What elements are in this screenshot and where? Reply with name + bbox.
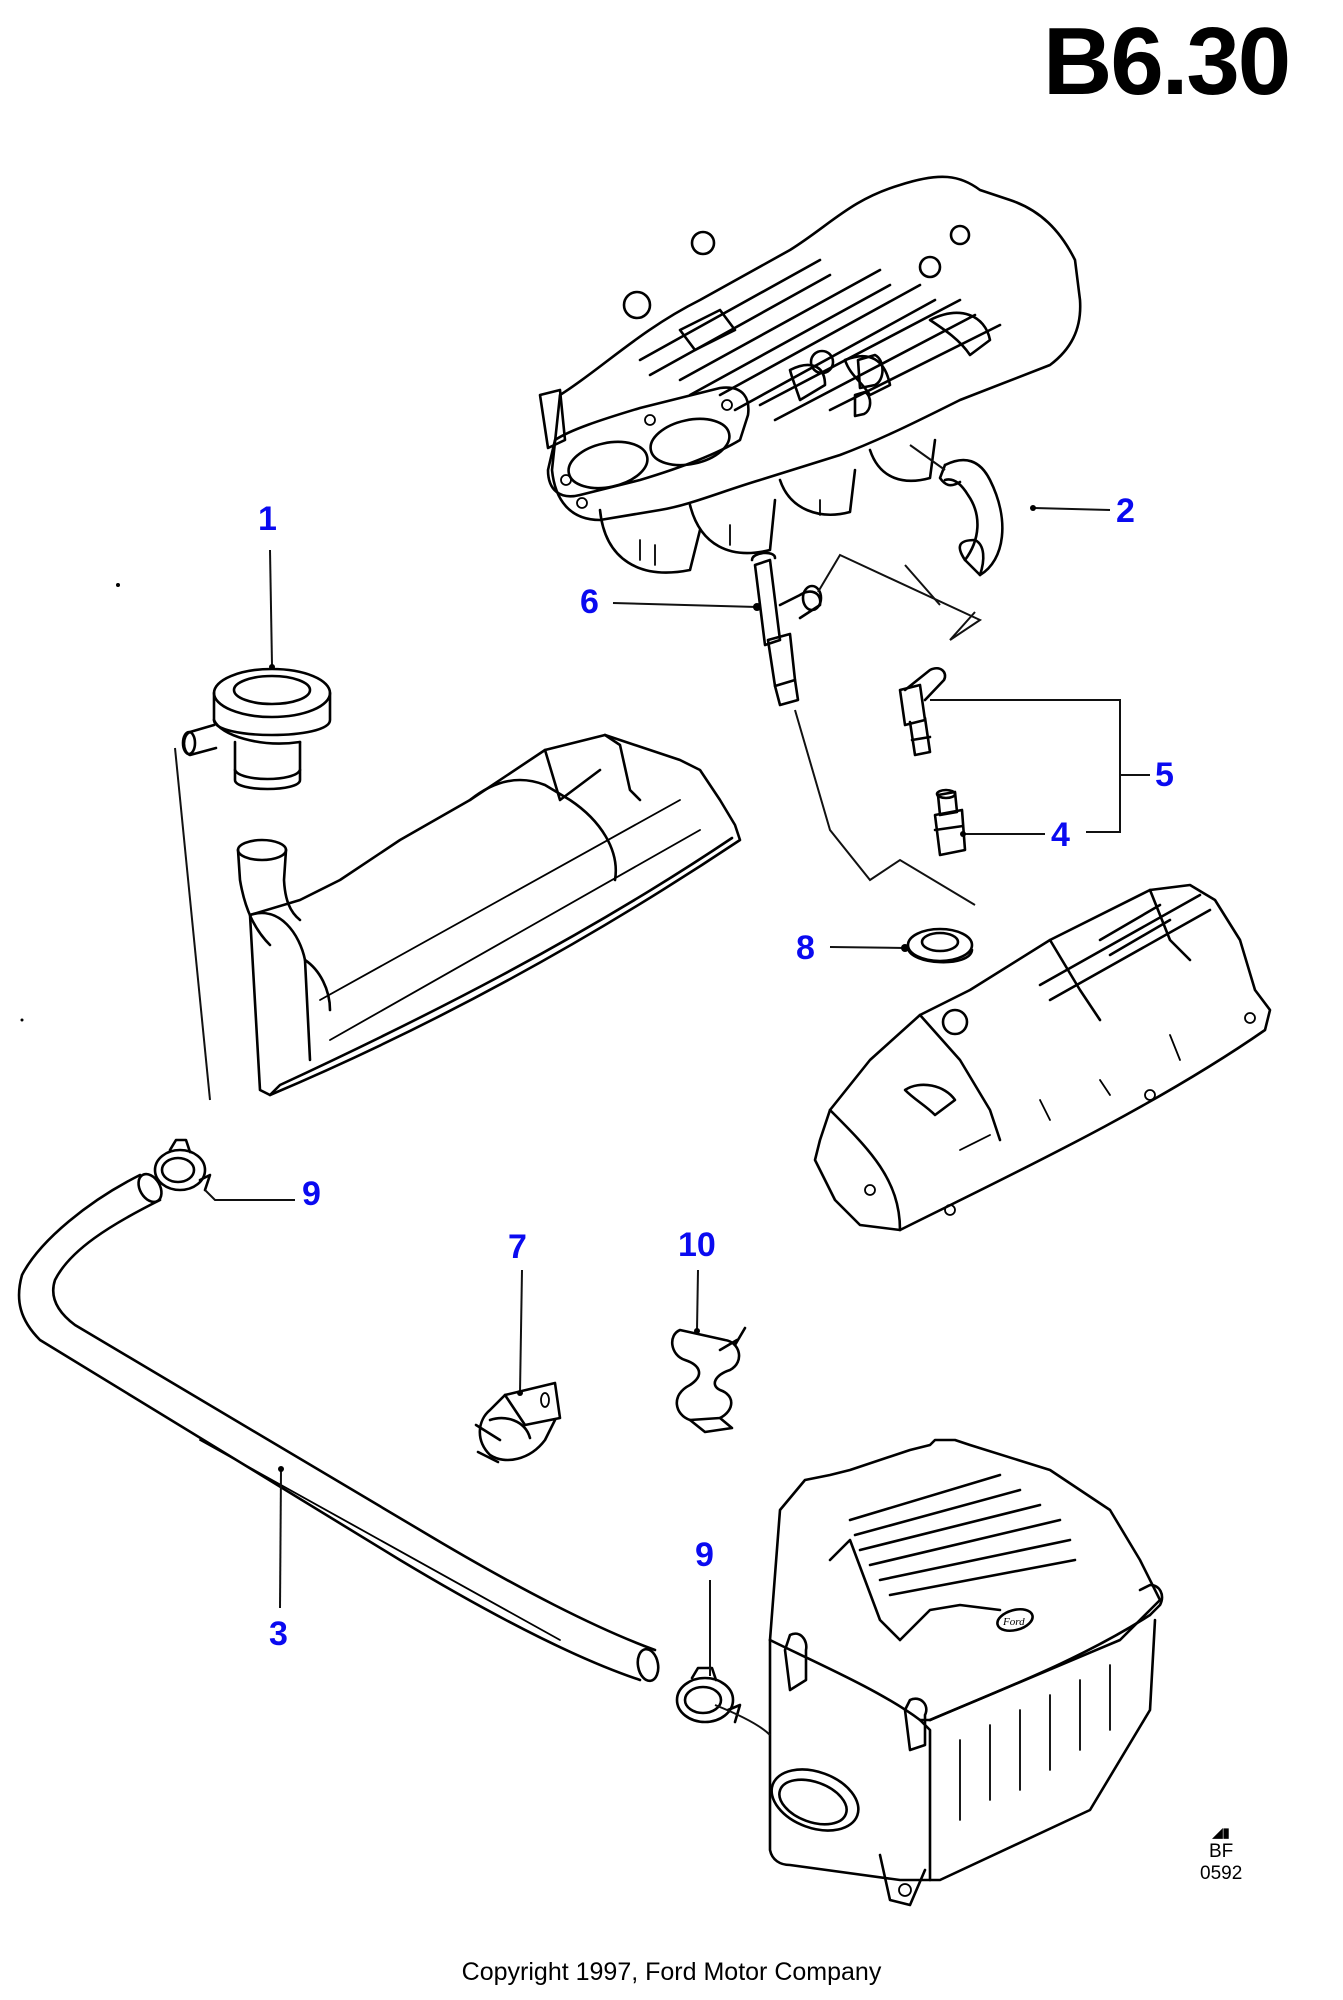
callout-6[interactable]: 6 xyxy=(580,583,599,621)
speck xyxy=(116,583,120,587)
leader-3 xyxy=(279,1469,282,1609)
callout-2[interactable]: 2 xyxy=(1116,492,1135,530)
assembly-line-1-to-9 xyxy=(174,747,211,1101)
rocker-cover-left-drawing xyxy=(248,733,742,1097)
leader-7 xyxy=(519,1269,523,1393)
callout-7[interactable]: 7 xyxy=(508,1228,527,1266)
callout-9-upper[interactable]: 9 xyxy=(302,1175,321,1213)
leader-6 xyxy=(612,602,758,608)
reference-code: ◢▮ BF 0592 xyxy=(1200,1825,1243,1885)
leader-8 xyxy=(829,946,906,949)
callout-5[interactable]: 5 xyxy=(1155,756,1174,794)
leader-1 xyxy=(269,549,273,666)
air-cleaner-housing-drawing: Ford xyxy=(714,1438,1164,1907)
hose-clip-7-drawing xyxy=(474,1381,562,1464)
rocker-cover-right-drawing xyxy=(813,883,1272,1232)
ventilation-valve-1-drawing xyxy=(181,667,332,947)
hose-2-drawing xyxy=(909,444,1004,577)
page-code-title: B6.30 xyxy=(1043,8,1291,115)
pcv-valve-assembly-5-drawing xyxy=(898,667,947,757)
reference-line2: 0592 xyxy=(1200,1862,1243,1884)
intake-manifold-drawing xyxy=(538,175,1082,574)
callout-leaders xyxy=(204,505,1150,1676)
assembly-lines xyxy=(794,553,983,906)
reference-mark-icon: ◢▮ xyxy=(1212,1825,1230,1840)
callout-10[interactable]: 10 xyxy=(678,1226,716,1264)
tee-connector-6-drawing xyxy=(750,551,823,707)
grommet-8-drawing xyxy=(906,927,974,964)
speck xyxy=(20,1018,24,1022)
hose-clamp-9-lower-drawing xyxy=(675,1666,742,1724)
callout-8[interactable]: 8 xyxy=(796,929,815,967)
copyright-notice: Copyright 1997, Ford Motor Company xyxy=(461,1958,882,1986)
callout-4[interactable]: 4 xyxy=(1051,816,1070,854)
leader-10 xyxy=(696,1269,699,1331)
callout-9-lower[interactable]: 9 xyxy=(695,1536,714,1574)
leader-2 xyxy=(1033,507,1111,511)
reference-line1: BF xyxy=(1209,1840,1234,1862)
callout-3[interactable]: 3 xyxy=(269,1615,288,1653)
leader-9a xyxy=(204,1189,295,1201)
hose-clamp-9-upper-drawing xyxy=(153,1138,212,1192)
callout-1[interactable]: 1 xyxy=(258,500,277,538)
double-clip-10-drawing xyxy=(671,1326,747,1434)
breather-hose-3-drawing xyxy=(17,1172,660,1683)
leader-5 xyxy=(930,699,1121,833)
ford-logo: Ford xyxy=(1002,1616,1025,1628)
pcv-valve-4-drawing xyxy=(933,788,967,857)
